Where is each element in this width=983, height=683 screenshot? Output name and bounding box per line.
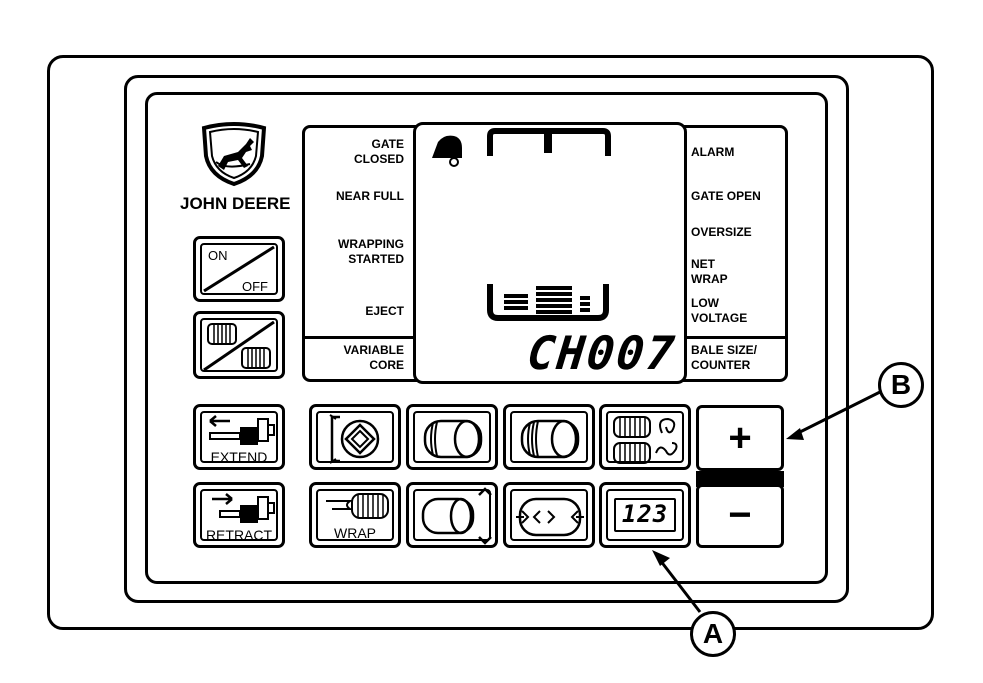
deer-logo-icon (201, 122, 267, 187)
monitor-bezel (124, 75, 849, 603)
label-panel-divider-right (684, 336, 786, 339)
bale-size-bars-icon (487, 284, 609, 321)
bale-roll-alt-icon (520, 419, 580, 459)
net-twine-icon (613, 416, 678, 464)
minus-button[interactable]: − (696, 484, 784, 548)
label-low-voltage: LOW VOLTAGE (691, 296, 748, 325)
brand-name: JOHN DEERE (180, 194, 291, 213)
label-panel-divider-left (304, 336, 416, 339)
label-gate-closed: GATE CLOSED (353, 137, 404, 166)
plus-button[interactable]: + (696, 405, 784, 471)
net-twine-button[interactable] (599, 404, 691, 470)
wrap-icon (326, 493, 389, 519)
monitor-housing (47, 55, 934, 630)
label-gate-open: GATE OPEN (691, 189, 761, 203)
retract-button[interactable]: RETRACT (193, 482, 285, 548)
counter-display-box (614, 498, 676, 532)
bale-expand-icon (421, 487, 492, 545)
plus-minus-separator (696, 471, 784, 487)
off-label: OFF (242, 279, 268, 294)
wrap-label: WRAP (334, 525, 376, 541)
core-diamond-icon (329, 414, 380, 464)
monitor-faceplate (145, 92, 828, 584)
bale-compress-icon (516, 497, 584, 537)
cylinder-extend-icon (209, 415, 275, 445)
on-off-button[interactable]: ON OFF (193, 236, 285, 302)
callout-b: B (878, 362, 924, 408)
label-variable-core: VARIABLE CORE (343, 343, 404, 372)
plus-label: + (728, 416, 752, 460)
label-oversize: OVERSIZE (691, 225, 752, 239)
callout-a: A (690, 611, 736, 657)
on-label: ON (208, 248, 228, 263)
baler-icon (432, 135, 462, 167)
bale-roll-icon (423, 419, 483, 459)
label-wrapping-started: WRAPPING STARTED (338, 237, 404, 266)
label-near-full: NEAR FULL (336, 189, 404, 203)
bale-density-button[interactable] (406, 404, 498, 470)
slash-icon (203, 245, 275, 293)
bale-shape-button[interactable] (503, 404, 595, 470)
eject-core-button[interactable] (309, 404, 401, 470)
cylinder-retract-icon (212, 493, 275, 523)
minus-label: − (728, 493, 752, 537)
counter-digits: 123 (621, 500, 669, 528)
retract-label: RETRACT (205, 527, 273, 543)
extend-button[interactable]: EXTEND (193, 404, 285, 470)
label-bale-size-counter: BALE SIZE/ COUNTER (691, 343, 758, 372)
bale-compress-button[interactable] (503, 482, 595, 548)
bale-slash-icon (203, 320, 275, 372)
wrap-button[interactable]: WRAP (309, 482, 401, 548)
bale-oversize-button[interactable] (406, 482, 498, 548)
label-eject: EJECT (365, 304, 404, 318)
lcd-screen (413, 122, 687, 384)
variable-core-button[interactable] (193, 311, 285, 379)
label-alarm: ALARM (691, 145, 735, 159)
counter-button[interactable]: 123 (599, 482, 691, 548)
gate-closed-bracket-icon (487, 128, 611, 156)
extend-label: EXTEND (210, 449, 268, 465)
label-net-wrap: NET WRAP (691, 257, 728, 286)
